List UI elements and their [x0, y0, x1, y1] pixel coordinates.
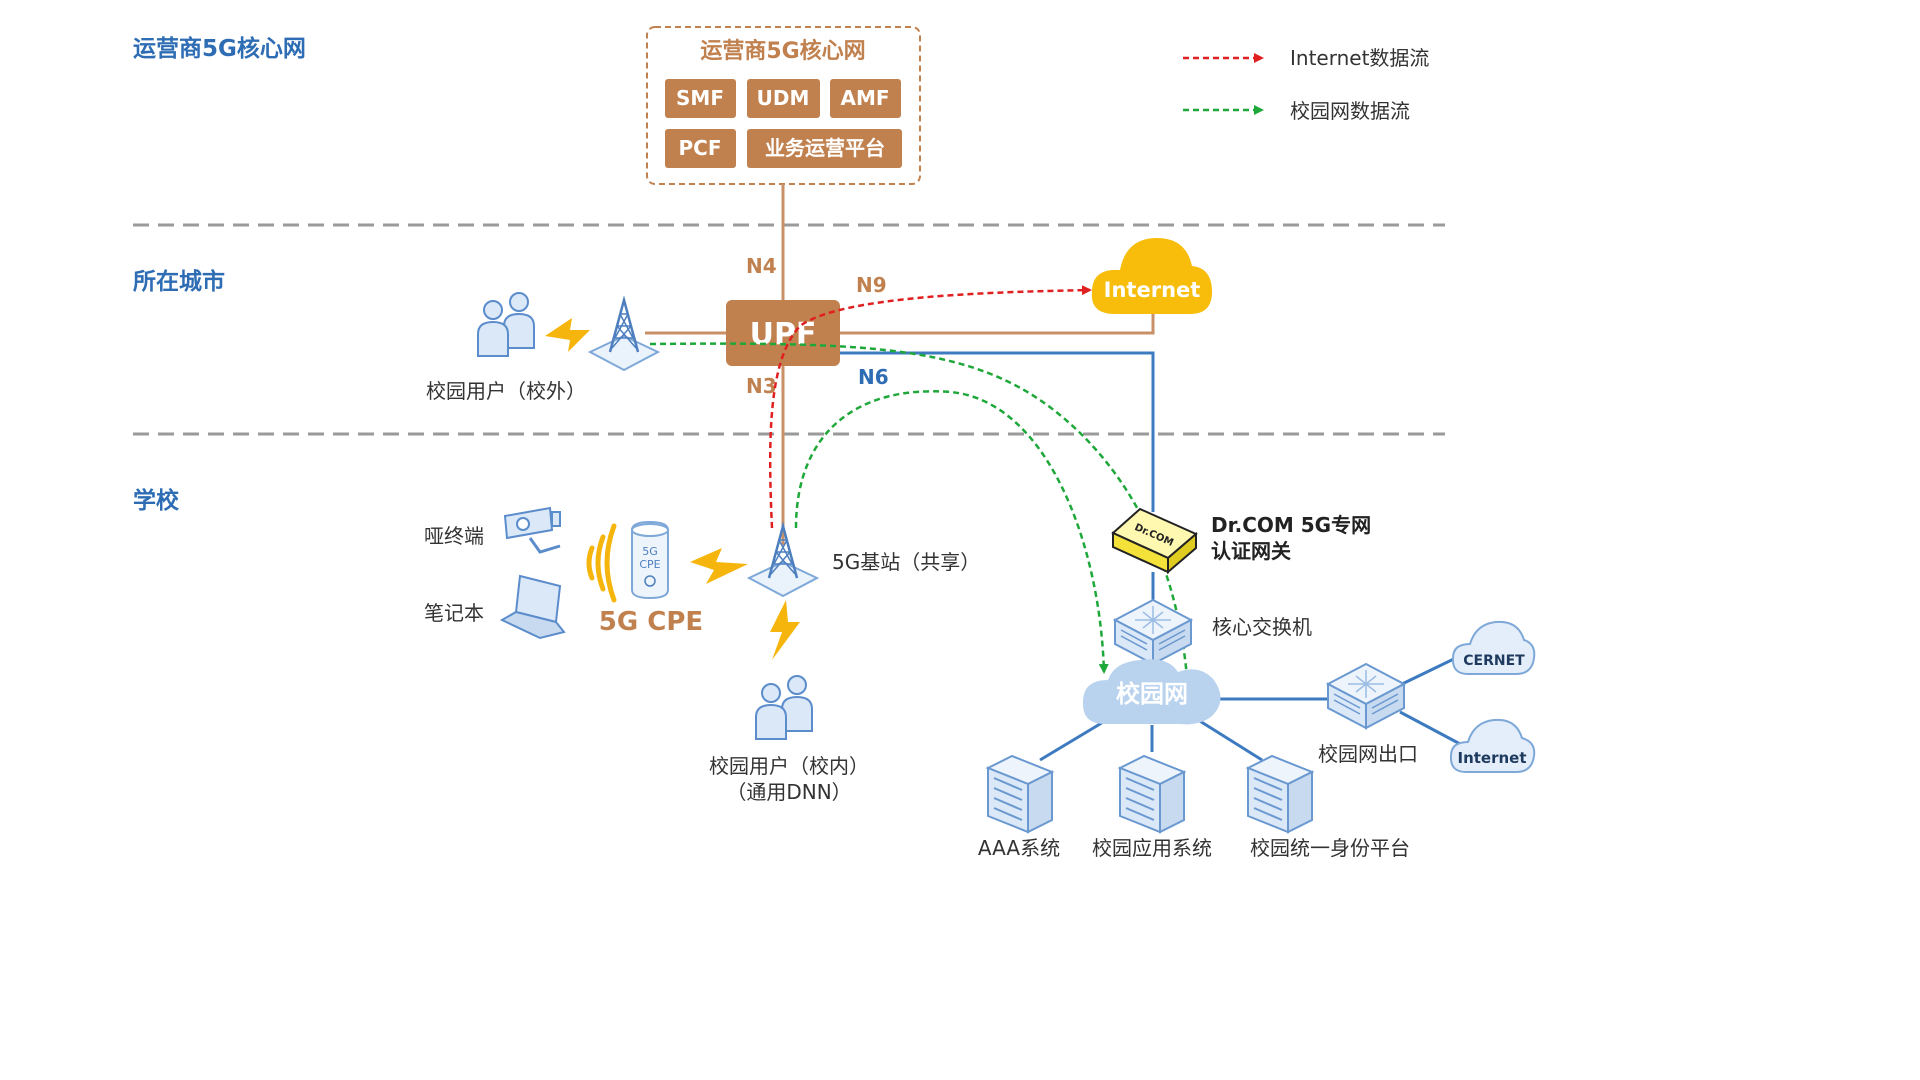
inside-users-icon	[755, 675, 813, 740]
interface-n9-label: N9	[856, 273, 887, 297]
base-station-lightning-icon	[770, 600, 800, 660]
zone-title-operator: 运营商5G核心网	[133, 35, 306, 62]
inside-users-label-line2: （通用DNN）	[726, 780, 851, 804]
legend-internet-label: Internet数据流	[1290, 46, 1429, 70]
outside-users-icon	[477, 292, 535, 357]
core-switch-label: 核心交换机	[1212, 615, 1312, 639]
core-function-pcf: PCF	[665, 129, 736, 168]
network-diagram: 运营商5G核心网 所在城市 学校 运营商5G核心网 SMF UDM AMF PC…	[133, 26, 1536, 860]
campus-network-label: 校园网	[1116, 680, 1188, 708]
link-n9	[840, 311, 1155, 335]
outside-users-label: 校园用户（校外）	[426, 379, 586, 403]
campus-apps-label: 校园应用系统	[1092, 836, 1212, 860]
campus-network-cloud: 校园网	[1082, 659, 1221, 725]
cpe-lightning-icon	[690, 548, 748, 584]
identity-server-icon	[1247, 755, 1313, 833]
svg-text:PCF: PCF	[679, 136, 722, 160]
interface-n4-label: N4	[746, 254, 777, 278]
wireless-signal-icon	[586, 523, 617, 603]
cpe-device-icon: 5G CPE	[631, 520, 669, 600]
base-station-label: 5G基站（共享）	[832, 550, 980, 574]
power-icon	[644, 575, 656, 587]
svg-text:SMF: SMF	[676, 86, 724, 110]
cpe-caption: 5G CPE	[599, 607, 703, 637]
core-function-amf: AMF	[830, 79, 901, 118]
link-exit-cernet	[1399, 653, 1463, 687]
link-campus-aaa	[1039, 716, 1111, 762]
internet-exit-label: Internet	[1457, 749, 1526, 767]
cpe-device-text-5g: 5G	[642, 545, 658, 558]
gateway-label-line2: 认证网关	[1211, 539, 1291, 563]
upf-node: UPF	[726, 300, 840, 366]
interface-n6-label: N6	[858, 365, 889, 389]
campus-flow-inside	[794, 390, 1109, 674]
svg-text:AMF: AMF	[840, 86, 889, 110]
unified-identity-label: 校园统一身份平台	[1250, 836, 1410, 860]
link-exit-internet	[1399, 710, 1463, 747]
core-function-smf: SMF	[665, 79, 736, 118]
inside-users-label-line1: 校园用户（校内）	[709, 754, 869, 778]
dumb-terminal-label: 哑终端	[424, 524, 484, 548]
zone-title-city: 所在城市	[133, 268, 225, 295]
outside-tower-icon	[588, 298, 660, 372]
link-n6	[840, 351, 1155, 512]
aaa-label: AAA系统	[978, 836, 1060, 860]
core-box-title: 运营商5G核心网	[700, 38, 865, 64]
svg-text:UDM: UDM	[757, 86, 810, 110]
interface-n3-label: N3	[746, 374, 777, 398]
core-switch-icon	[1114, 599, 1192, 665]
gateway-device-icon: Dr.COM	[1111, 507, 1198, 575]
camera-icon	[503, 506, 561, 554]
campus-exit-router-icon	[1327, 663, 1405, 729]
campus-flow-outside	[649, 342, 1193, 692]
internet-cloud: Internet	[1091, 238, 1212, 314]
campus-exit-label: 校园网出口	[1318, 742, 1418, 766]
legend-campus-label: 校园网数据流	[1290, 99, 1410, 123]
internet-cloud-label: Internet	[1104, 278, 1201, 302]
laptop-icon	[499, 574, 566, 640]
aaa-server-icon	[987, 755, 1053, 833]
core-function-udm: UDM	[747, 79, 820, 118]
internet-exit-cloud: Internet	[1449, 718, 1536, 773]
outside-lightning-icon	[545, 318, 590, 352]
zone-title-school: 学校	[133, 487, 180, 514]
svg-text:业务运营平台: 业务运营平台	[765, 136, 885, 160]
link-campus-identity	[1194, 716, 1263, 762]
cernet-cloud: CERNET	[1451, 620, 1536, 675]
laptop-label: 笔记本	[424, 601, 484, 625]
core-function-platform: 业务运营平台	[747, 129, 902, 168]
cernet-label: CERNET	[1463, 653, 1525, 669]
internet-flow-path	[768, 285, 1092, 529]
gateway-label-line1: Dr.COM 5G专网	[1211, 513, 1371, 537]
operator-core-box: 运营商5G核心网 SMF UDM AMF PCF 业务运营平台	[646, 26, 921, 185]
campus-apps-server-icon	[1119, 755, 1185, 833]
cpe-device-text-cpe: CPE	[639, 558, 660, 571]
legend: Internet数据流 校园网数据流	[1183, 46, 1429, 123]
